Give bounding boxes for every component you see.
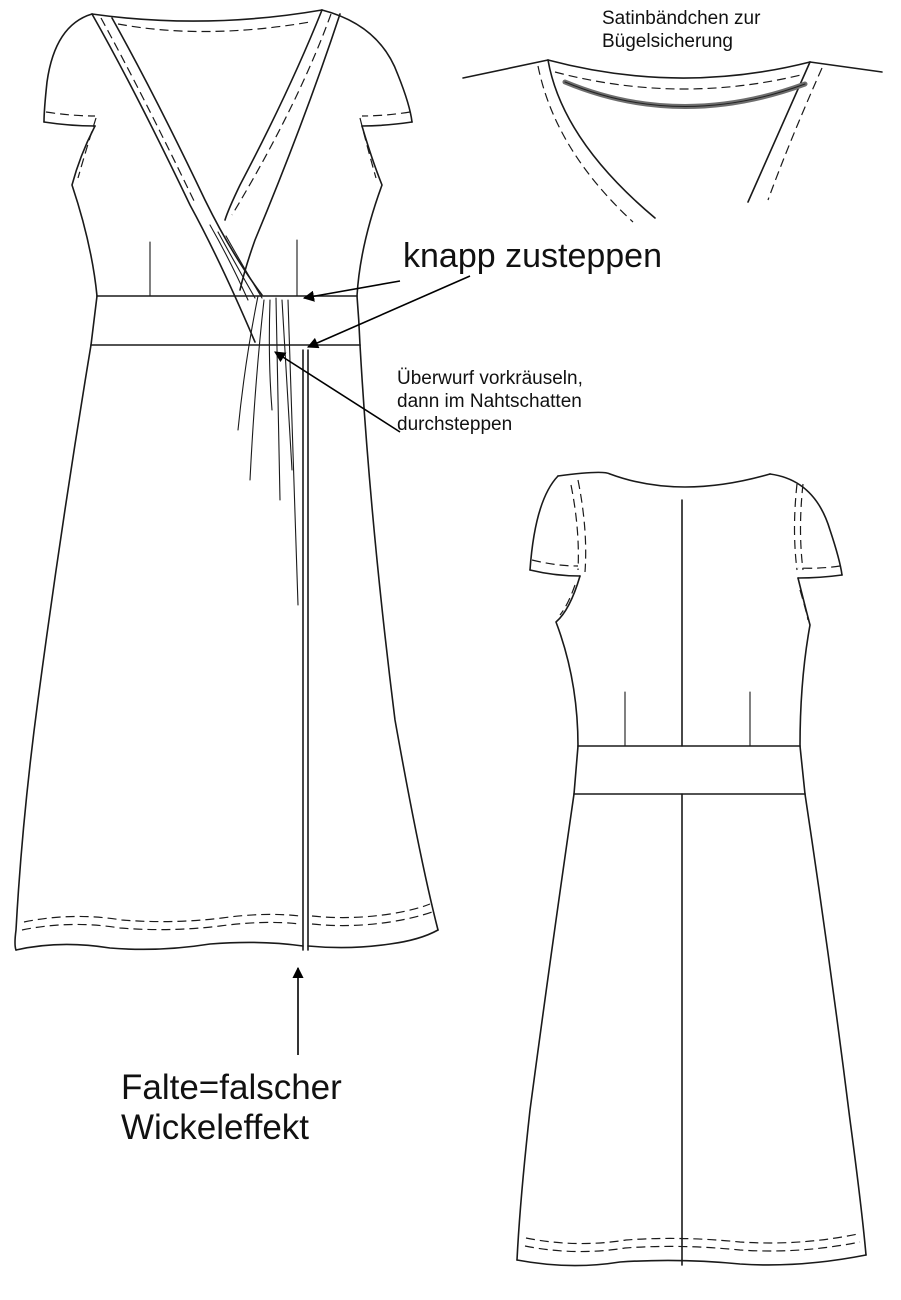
knapp-zusteppen-label: knapp zusteppen — [403, 237, 662, 275]
front-dress — [14, 9, 439, 951]
neckline-detail — [462, 59, 883, 223]
satin-ribbon-label: Satinbändchen zur Bügelsicherung — [602, 8, 761, 52]
falte-label: Falte=falscher Wickeleffekt — [121, 1068, 342, 1148]
annotation-arrows — [274, 275, 471, 1055]
arrow-icon — [302, 280, 401, 302]
ueberwurf-label: Überwurf vorkräuseln, dann im Nahtschatt… — [397, 368, 583, 435]
back-dress — [516, 471, 867, 1267]
arrow-icon — [306, 275, 471, 349]
arrow-icon — [274, 351, 401, 433]
